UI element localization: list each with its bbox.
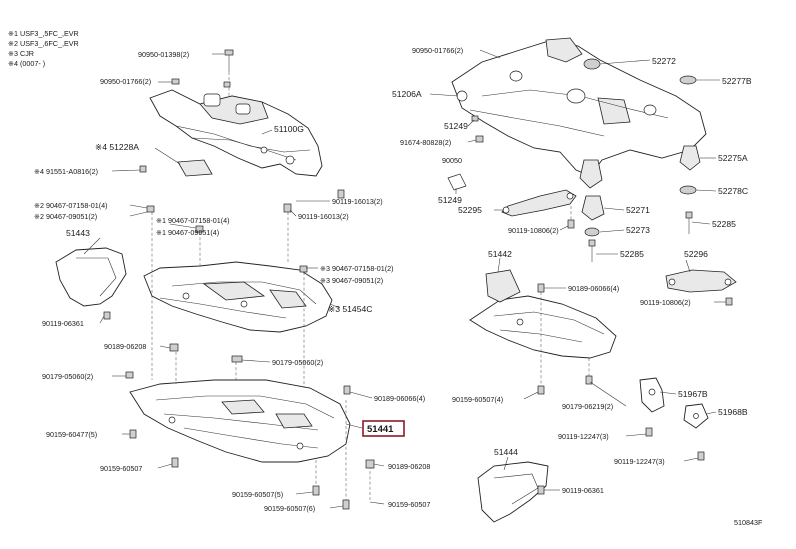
front-crossmember[interactable] — [149, 89, 323, 177]
legend-note-2: ※2 USF3_,6FC_,EVR — [8, 39, 79, 48]
rear-suspension-member[interactable] — [451, 37, 707, 177]
label-90467-09051-left[interactable]: ※2 90467-09051(2) — [34, 212, 97, 221]
label-90119-06361-left[interactable]: 90119-06361 — [42, 319, 84, 328]
label-90950-01398[interactable]: 90950-01398(2) — [138, 50, 189, 59]
label-90467-07158-left[interactable]: ※2 90467-07158-01(4) — [34, 201, 108, 210]
label-90119-12247-b[interactable]: 90119-12247(3) — [614, 457, 665, 466]
label-52277B[interactable]: 52277B — [722, 76, 752, 86]
bracket-51968B[interactable] — [645, 403, 709, 461]
label-52272[interactable]: 52272 — [652, 56, 676, 66]
label-90179-05060-left[interactable]: 90179-05060(2) — [42, 372, 93, 381]
label-90189-06066-right[interactable]: 90189-06066(4) — [568, 284, 619, 293]
label-90119-10806-mid[interactable]: 90119-10806(2) — [508, 226, 559, 235]
bracket-51228A[interactable] — [139, 159, 213, 177]
label-90119-06361-right[interactable]: 90119-06361 — [562, 486, 604, 495]
label-90179-05060-mid[interactable]: 90179-05060(2) — [272, 358, 323, 367]
label-90159-60507-right[interactable]: 90159-60507 — [388, 500, 430, 509]
label-52271[interactable]: 52271 — [626, 205, 650, 215]
label-51441[interactable]: 51441 — [367, 424, 394, 435]
labels-front: 90950-01398(2) 90950-01766(2) 51100G ※4 … — [34, 50, 430, 513]
label-90950-01766-right[interactable]: 90950-01766(2) — [412, 46, 463, 55]
lateral-rod-52295[interactable] — [501, 189, 577, 217]
lateral-rod-52296[interactable] — [665, 269, 737, 306]
label-90159-60507-left[interactable]: 90159-60507 — [100, 464, 142, 473]
label-90159-60507-r4[interactable]: 90159-60507(4) — [452, 395, 503, 404]
label-90189-06208-left[interactable]: 90189-06208 — [104, 342, 146, 351]
label-51249-bot[interactable]: 51249 — [438, 195, 462, 205]
label-52285-mid[interactable]: 52285 — [620, 249, 644, 259]
label-52285-right[interactable]: 52285 — [712, 219, 736, 229]
bracket-51967B[interactable] — [639, 377, 665, 413]
leader-lines — [83, 49, 726, 509]
label-51444[interactable]: 51444 — [494, 447, 518, 457]
label-90159-60507-b6[interactable]: 90159-60507(6) — [264, 504, 315, 513]
legend-note-3: ※3 CJR — [8, 49, 34, 58]
rear-under-cover-51442[interactable] — [469, 269, 617, 395]
label-90950-01766-left[interactable]: 90950-01766(2) — [100, 77, 151, 86]
label-52296[interactable]: 52296 — [684, 249, 708, 259]
rear-install-lines — [540, 206, 590, 386]
labels-rear: 90950-01766(2) 51206A 51249 91674-80828(… — [392, 46, 763, 527]
label-90467-07158-right[interactable]: ※3 90467-07158-01(2) — [320, 264, 394, 273]
label-51454C[interactable]: ※3 51454C — [328, 304, 372, 314]
front-fasteners[interactable] — [125, 189, 375, 510]
label-51442[interactable]: 51442 — [488, 249, 512, 259]
label-51100G[interactable]: 51100G — [274, 124, 304, 134]
under-cover-51441[interactable] — [129, 379, 351, 463]
label-90189-06208-right[interactable]: 90189-06208 — [388, 462, 430, 471]
part-51441-highlight-box[interactable] — [362, 420, 405, 437]
legend-note-1: ※1 USF3_,5FC_,EVR — [8, 29, 79, 38]
label-90159-60477[interactable]: 90159-60477(5) — [46, 430, 97, 439]
engine-under-cover-51454C[interactable] — [143, 261, 333, 333]
label-51206A[interactable]: 51206A — [392, 89, 422, 99]
label-51967B[interactable]: 51967B — [678, 389, 708, 399]
label-90119-16013-a[interactable]: 90119-16013(2) — [332, 197, 383, 206]
diagram-id: 510843F — [734, 518, 763, 527]
side-cover-51443[interactable] — [55, 247, 127, 320]
label-90467-07158-mid[interactable]: ※1 90467-07158-01(4) — [156, 216, 230, 225]
label-52295[interactable]: 52295 — [458, 205, 482, 215]
label-90189-06066-mid[interactable]: 90189-06066(4) — [374, 394, 425, 403]
label-90119-16013-b[interactable]: 90119-16013(2) — [298, 212, 349, 221]
label-90179-06219[interactable]: 90179-06219(2) — [562, 402, 613, 411]
legend: ※1 USF3_,5FC_,EVR ※2 USF3_,6FC_,EVR ※3 C… — [8, 29, 79, 68]
side-cover-51444[interactable] — [477, 461, 549, 523]
label-91674-80828[interactable]: 91674-80828(2) — [400, 138, 451, 147]
label-90467-09051-mid[interactable]: ※1 90467-09051(4) — [156, 228, 219, 237]
label-51228A[interactable]: ※4 51228A — [95, 142, 139, 152]
label-90050[interactable]: 90050 — [442, 156, 462, 165]
label-90119-12247-a[interactable]: 90119-12247(3) — [558, 432, 609, 441]
front-install-lines — [151, 212, 371, 506]
label-90467-09051-right[interactable]: ※3 90467-09051(2) — [320, 276, 383, 285]
rear-mount-bushings[interactable] — [223, 58, 701, 262]
label-52273[interactable]: 52273 — [626, 225, 650, 235]
label-52275A[interactable]: 52275A — [718, 153, 748, 163]
label-90119-10806-right[interactable]: 90119-10806(2) — [640, 298, 691, 307]
label-51443[interactable]: 51443 — [66, 228, 90, 238]
legend-note-4: ※4 (0007- ) — [8, 59, 45, 68]
label-51968B[interactable]: 51968B — [718, 407, 748, 417]
label-90159-60507-b5[interactable]: 90159-60507(5) — [232, 490, 283, 499]
label-51249-top[interactable]: 51249 — [444, 121, 468, 131]
label-52278C[interactable]: 52278C — [718, 186, 748, 196]
label-91551-A0816[interactable]: ※4 91551-A0816(2) — [34, 167, 98, 176]
retainer-51249[interactable] — [447, 115, 484, 191]
